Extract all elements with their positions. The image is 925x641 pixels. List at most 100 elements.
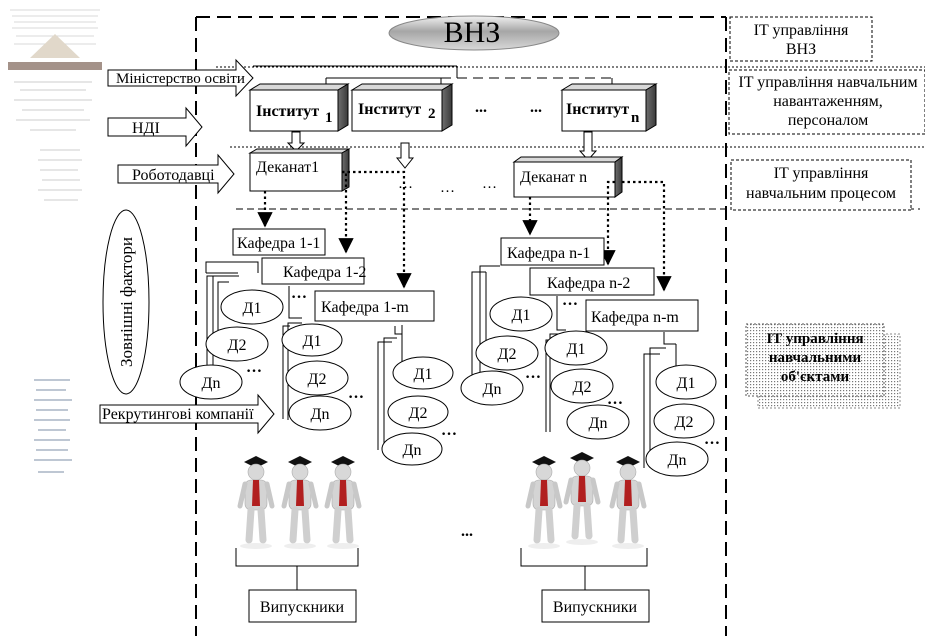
svg-text:Кафедра 1-2: Кафедра 1-2 <box>283 264 366 281</box>
docs-1-2: Д1 Д2 Дn … … <box>281 285 364 431</box>
graduate-figure <box>609 456 647 549</box>
university-title: ВНЗ <box>388 15 560 51</box>
graduate-figure <box>237 456 275 549</box>
svg-text:Д2: Д2 <box>498 346 517 363</box>
graduate-figure <box>281 456 319 549</box>
graduates-box-right: Випускники <box>541 589 650 623</box>
deanery-n: Деканат n <box>512 156 624 198</box>
svg-text:Кафедра n-2: Кафедра n-2 <box>547 275 630 292</box>
hollow-down-arrows <box>286 131 598 169</box>
l2-line2: навантаженням, <box>773 93 883 110</box>
graduates-box-left: Випускники <box>248 589 357 623</box>
l2-line1: IT управління навчальним <box>738 74 917 91</box>
svg-text:Інститут: Інститут <box>256 103 319 120</box>
docs-dots: … <box>291 285 307 302</box>
svg-text:Дn: Дn <box>403 442 422 459</box>
svg-text:Інститут: Інститут <box>358 101 421 118</box>
l3-line1: IT управління <box>774 165 869 182</box>
svg-text:Д1: Д1 <box>414 366 433 383</box>
level-label-l3: IT управління навчальним процесом <box>730 159 912 211</box>
graduate-figure <box>324 456 362 549</box>
deanery-dots-3: … <box>482 176 497 192</box>
l2-line3: персоналом <box>788 112 868 129</box>
faint-left-images <box>8 9 102 473</box>
docs-dots: … <box>525 365 541 382</box>
svg-text:Дn: Дn <box>202 375 221 392</box>
svg-text:Д2: Д2 <box>573 379 592 396</box>
svg-text:Рекрутингові компанії: Рекрутингові компанії <box>102 406 254 423</box>
graduates-group-right <box>525 452 647 549</box>
graduates-ellipsis: ... <box>461 523 473 540</box>
svg-text:Деканат n: Деканат n <box>520 169 587 186</box>
docs-dots: … <box>607 391 623 408</box>
svg-text:Д1: Д1 <box>303 333 322 350</box>
deanery-1: Деканат1 <box>248 148 351 192</box>
svg-text:Д1: Д1 <box>677 375 696 392</box>
svg-text:Кафедра n-m: Кафедра n-m <box>591 309 679 326</box>
institute-2: Інститут 2 <box>350 83 454 132</box>
svg-text:Д1: Д1 <box>512 307 531 324</box>
department-n-1: Кафедра n-1 <box>500 237 605 266</box>
svg-text:Д1: Д1 <box>567 341 586 358</box>
svg-text:1: 1 <box>325 110 333 126</box>
graduate-figure <box>563 452 601 545</box>
department-1-m: Кафедра 1-m <box>314 290 435 322</box>
svg-text:2: 2 <box>428 106 436 122</box>
svg-text:Інститут: Інститут <box>566 101 629 118</box>
l1-line2: ВНЗ <box>786 41 816 58</box>
deanery-dots-1: … <box>398 176 413 192</box>
svg-text:Зовнішні фактори: Зовнішні фактори <box>117 237 136 367</box>
svg-text:Дn: Дn <box>483 381 502 398</box>
graduates-brace-right <box>520 548 648 590</box>
l4-line3: об'єктами <box>781 369 850 385</box>
institute-1: Інститут 1 <box>248 83 350 132</box>
institutes-ellipsis-1: ... <box>475 99 487 116</box>
l4-line1: IT управління <box>766 331 863 347</box>
svg-text:Дn: Дn <box>668 452 687 469</box>
graduates-group-left <box>237 456 362 549</box>
svg-text:n: n <box>631 110 640 126</box>
level-label-l2: IT управління навчальним навантаженням, … <box>728 69 925 135</box>
level-separators <box>216 66 925 210</box>
graduate-figure <box>525 456 563 549</box>
docs-dots: … <box>348 385 364 402</box>
svg-text:Д1: Д1 <box>243 300 262 317</box>
docs-1-m: Д1 Д2 Дn … <box>381 356 457 466</box>
department-n-2: Кафедра n-2 <box>529 267 655 296</box>
svg-text:Випускники: Випускники <box>260 599 345 616</box>
level-label-l1: IT управління ВНЗ <box>729 16 873 62</box>
arrow-recruiting: Рекрутингові компанії <box>99 393 275 435</box>
l1-line1: IT управління <box>754 22 849 39</box>
svg-text:Д2: Д2 <box>409 405 428 422</box>
svg-text:Д2: Д2 <box>228 337 247 354</box>
arrow-nii: НДІ <box>107 106 203 148</box>
svg-text:Кафедра n-1: Кафедра n-1 <box>507 245 590 262</box>
department-n-m: Кафедра n-m <box>585 299 699 332</box>
dotted-arrows <box>257 170 672 292</box>
svg-text:Дn: Дn <box>311 406 330 423</box>
docs-dots: … <box>562 292 578 309</box>
docs-n-m: Д1 Д2 Дn … <box>645 364 720 477</box>
svg-text:Міністерство освіти: Міністерство освіти <box>116 71 245 87</box>
graduates-brace-left <box>235 548 359 590</box>
svg-text:НДІ: НДІ <box>132 120 160 137</box>
docs-n-2: Д1 Д2 Дn … … <box>544 292 630 440</box>
docs-dots: … <box>704 431 720 448</box>
docs-dots: … <box>246 359 262 376</box>
university-title-text: ВНЗ <box>444 16 501 49</box>
institute-n: Інститут n <box>560 83 658 132</box>
department-1-2: Кафедра 1-2 <box>261 257 366 285</box>
arrow-ministry: Міністерство освіти <box>107 58 254 98</box>
svg-text:Дn: Дn <box>589 415 608 432</box>
l4-line2: навчальними <box>769 350 862 366</box>
svg-text:Кафедра 1-m: Кафедра 1-m <box>321 299 409 316</box>
docs-n-1: Д1 Д2 Дn … <box>460 296 553 406</box>
svg-text:Д2: Д2 <box>675 414 694 431</box>
svg-text:Д2: Д2 <box>308 371 327 388</box>
docs-dots: … <box>441 422 457 439</box>
docs-1-1: Д1 Д2 Дn … <box>179 289 284 400</box>
svg-text:Роботодавці: Роботодавці <box>132 167 215 184</box>
svg-text:Кафедра 1-1: Кафедра 1-1 <box>237 235 320 252</box>
svg-text:Деканат1: Деканат1 <box>256 159 319 176</box>
